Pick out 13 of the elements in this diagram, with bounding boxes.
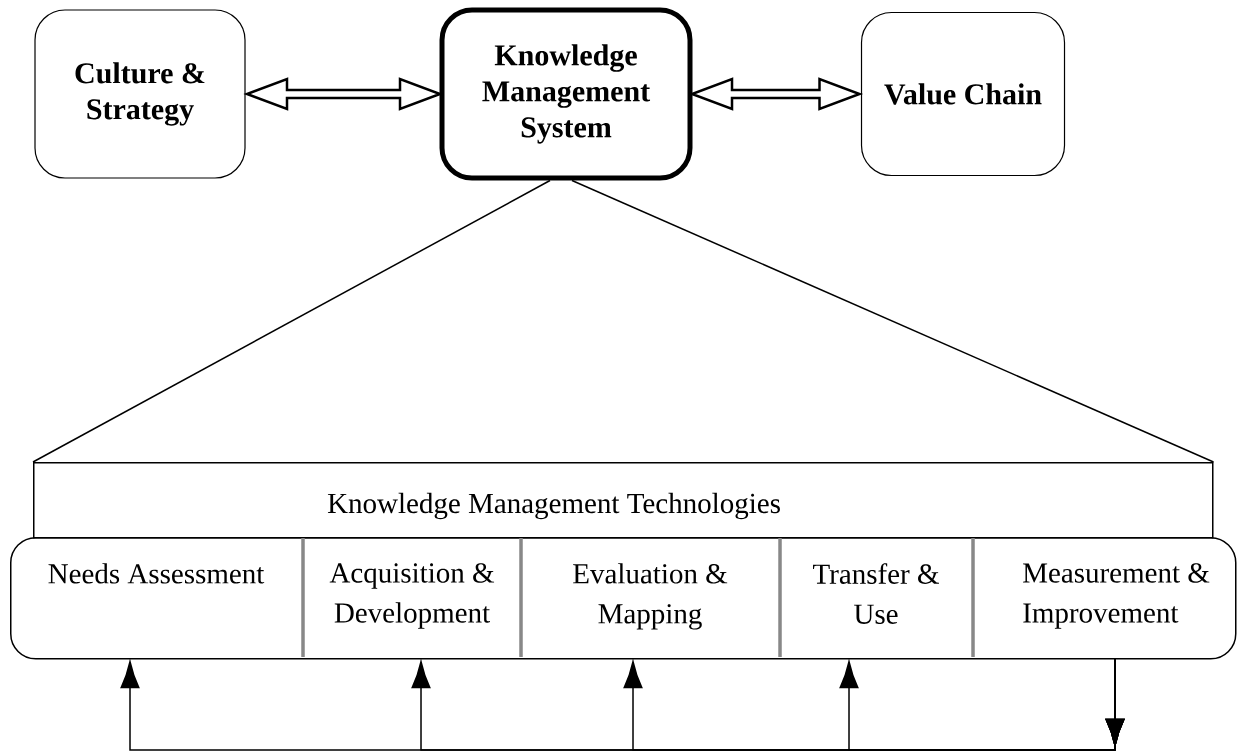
process-step: Needs Assessment <box>48 563 265 584</box>
rounded-box: Knowledge Management System <box>439 7 693 181</box>
connector-line <box>571 179 1215 463</box>
rounded-box: Culture & Strategy <box>34 9 246 179</box>
process-step: Transfer & Use <box>813 563 939 624</box>
process-step: Evaluation & Mapping <box>573 563 728 630</box>
connector-line <box>32 179 551 463</box>
process-band <box>10 537 1237 660</box>
process-step: Acquisition & Development <box>329 563 495 629</box>
feedback-arrow <box>839 657 1125 751</box>
process-step: Measurement & Improvement <box>1023 563 1210 629</box>
rounded-box: Value Chain <box>860 11 1066 177</box>
technology-box: Knowledge Management Technologies <box>33 462 1214 539</box>
